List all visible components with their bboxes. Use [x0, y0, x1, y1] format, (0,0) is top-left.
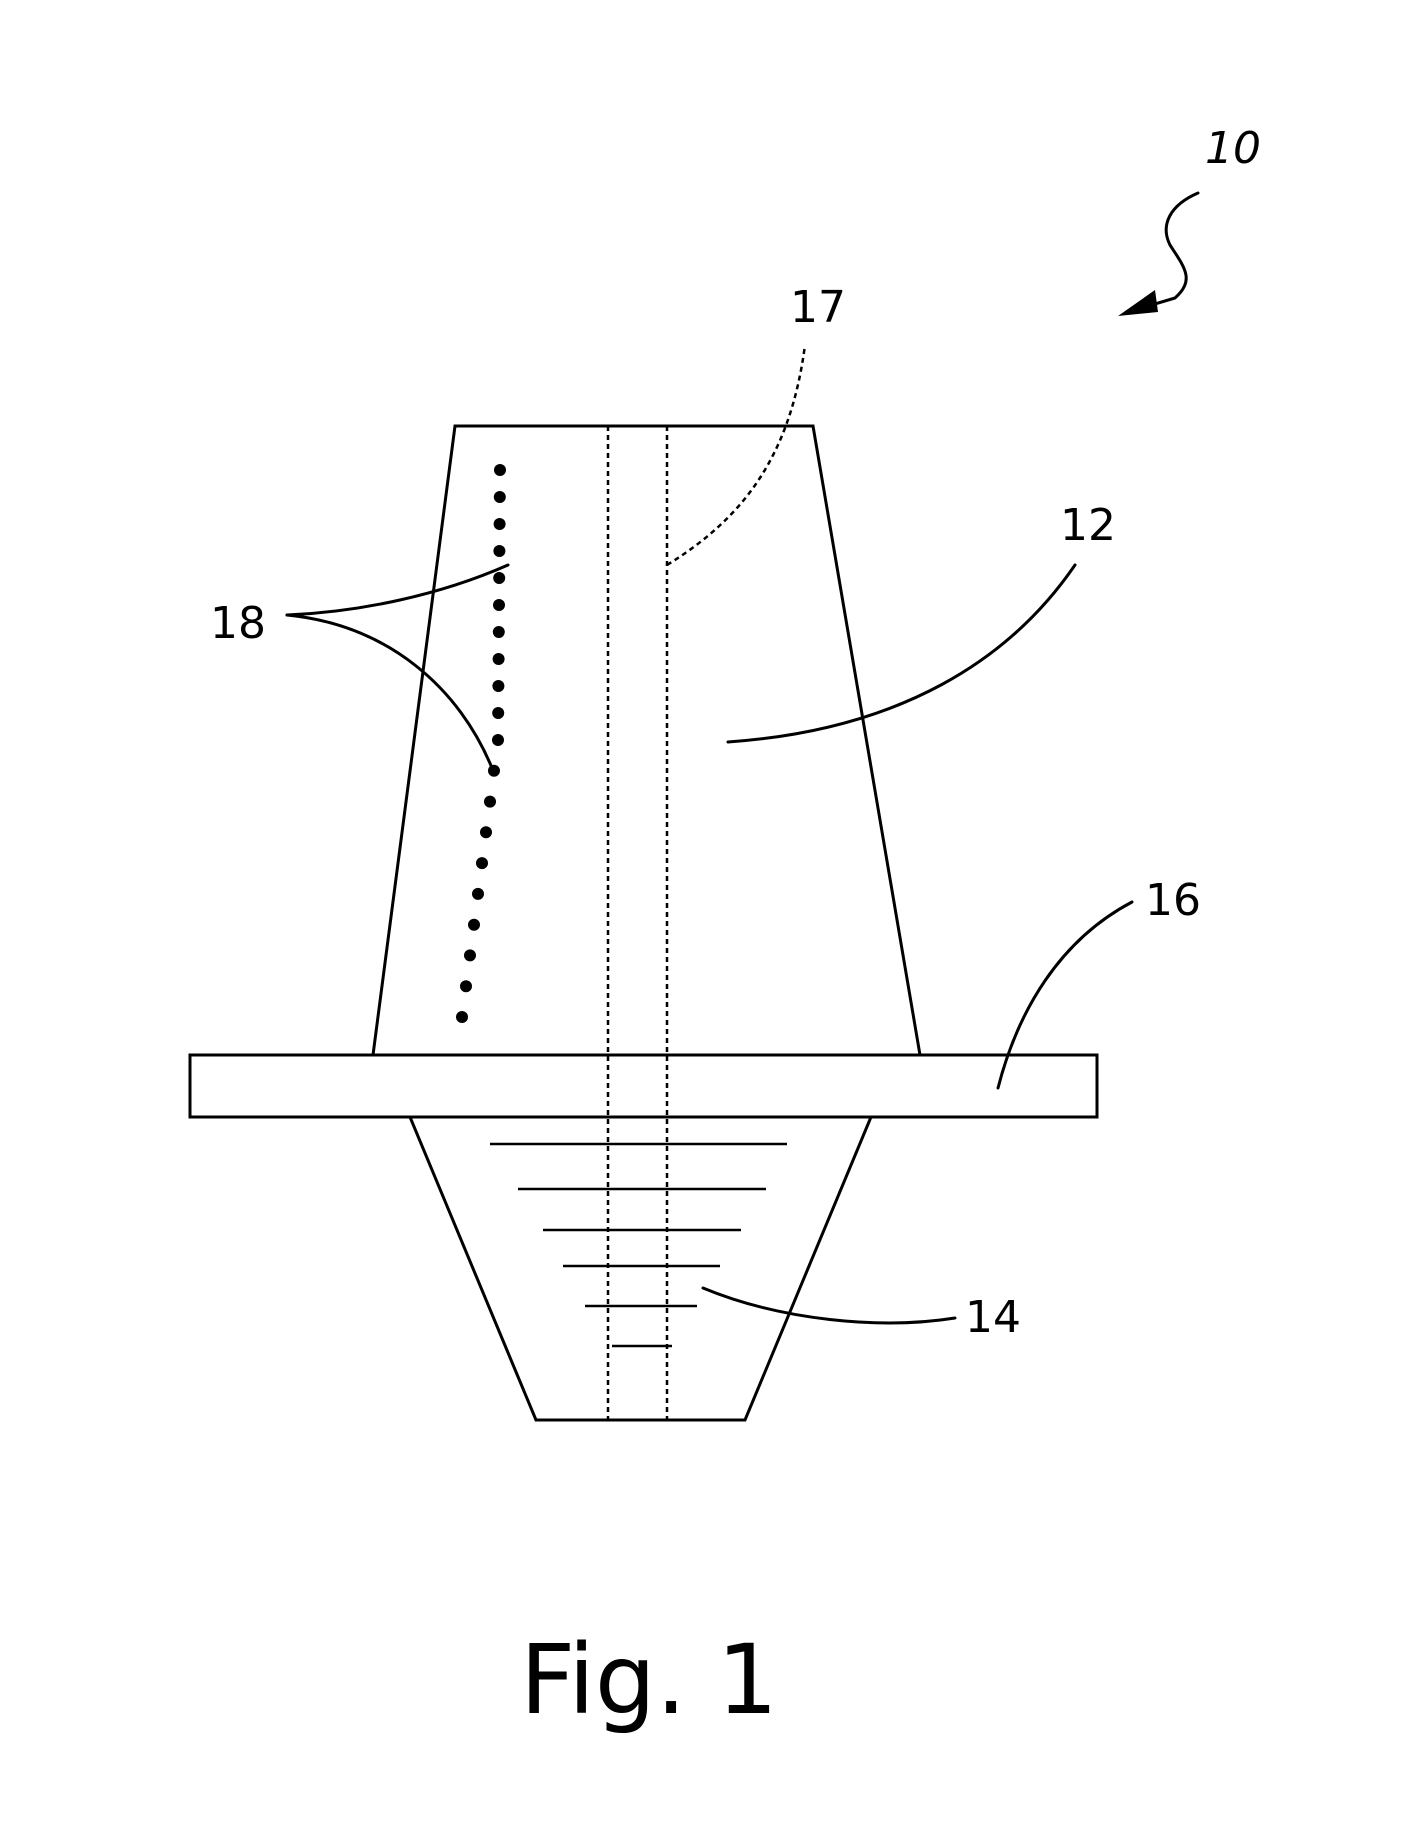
label-flange: 16 [1145, 875, 1201, 926]
marking-dot [476, 857, 488, 869]
lower-portion-outline [410, 1117, 871, 1420]
figure-caption: Fig. 1 [520, 1624, 778, 1736]
assembly-squiggle-arrow [1128, 193, 1198, 312]
label-assembly: 10 [1205, 123, 1261, 174]
marking-dot [493, 599, 505, 611]
leader-line-16 [998, 902, 1132, 1088]
leader-line-18-lower [287, 615, 492, 768]
marking-dot [492, 734, 504, 746]
label-channel: 17 [790, 282, 846, 333]
leader-line-18-upper [287, 565, 508, 615]
lower-ribs [490, 1144, 787, 1346]
leader-line-12 [728, 565, 1075, 742]
marking-dot [492, 707, 504, 719]
marking-dot [494, 464, 506, 476]
marking-dot [494, 491, 506, 503]
upper-body-outline [373, 426, 920, 1055]
label-upper-body: 12 [1060, 500, 1116, 551]
marking-dot [493, 626, 505, 638]
arrow-head-icon [1118, 290, 1158, 316]
marking-dot [494, 518, 506, 530]
leader-line-14 [703, 1288, 955, 1323]
marking-dot [493, 545, 505, 557]
label-markings: 18 [210, 598, 266, 649]
label-lower-portion: 14 [965, 1292, 1021, 1343]
flange-outline [190, 1055, 1097, 1117]
marking-dot [484, 796, 496, 808]
marking-dot [493, 572, 505, 584]
marking-dot [493, 653, 505, 665]
marking-dot [492, 680, 504, 692]
marking-dot [460, 980, 472, 992]
marking-dot [468, 919, 480, 931]
leader-line-17 [667, 345, 805, 565]
marking-dot [456, 1011, 468, 1023]
marking-dot [464, 949, 476, 961]
marking-dot [472, 888, 484, 900]
marking-dot [480, 826, 492, 838]
